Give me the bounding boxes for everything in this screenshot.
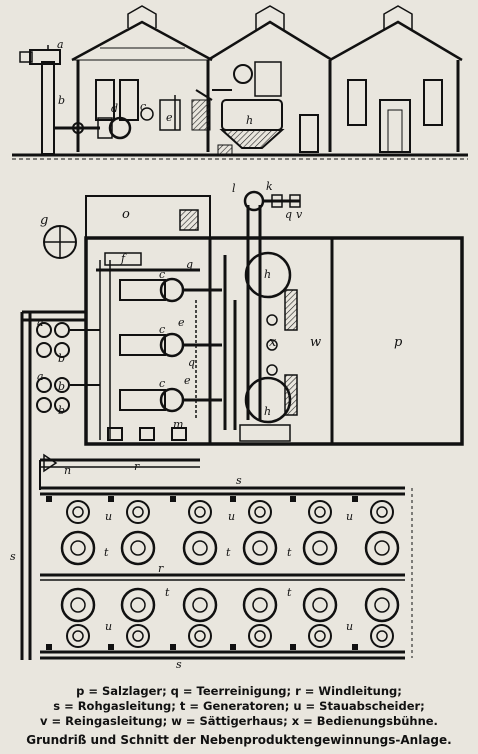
label-q2: q bbox=[188, 356, 195, 369]
label-m: m bbox=[173, 418, 183, 431]
machine-c-d bbox=[97, 95, 181, 140]
building-3 bbox=[329, 5, 463, 153]
label-h-top: h bbox=[264, 268, 271, 281]
label-u4: u bbox=[105, 620, 112, 633]
label-u2: u bbox=[228, 510, 235, 523]
cleaning-units bbox=[119, 277, 222, 420]
label-x: x bbox=[269, 335, 277, 350]
label-t2: t bbox=[226, 546, 231, 559]
legend-line-3: v = Reingasleitung; w = Sättigerhaus; x … bbox=[40, 714, 438, 728]
label-p: p bbox=[394, 335, 403, 350]
label-c1: c bbox=[159, 268, 165, 281]
label-c-section: c bbox=[140, 100, 146, 113]
legend-line-1: p = Salzlager; q = Teerreinigung; r = Wi… bbox=[76, 684, 402, 698]
plant-drawing: a b c d e h bbox=[10, 5, 468, 671]
label-t1: t bbox=[104, 546, 109, 559]
vertical-pipe-b bbox=[19, 45, 61, 155]
label-b-section: b bbox=[58, 94, 65, 107]
label-u3: u bbox=[346, 510, 353, 523]
label-a1: a bbox=[37, 316, 44, 329]
label-r1: r bbox=[158, 562, 164, 575]
section-view bbox=[12, 5, 468, 160]
label-c3: c bbox=[159, 377, 165, 390]
label-h-section: h bbox=[246, 114, 253, 127]
label-k: k bbox=[266, 180, 273, 193]
label-o: o bbox=[122, 207, 130, 222]
label-t4: t bbox=[165, 586, 170, 599]
label-e1: e bbox=[178, 316, 185, 329]
label-d-section: d bbox=[111, 102, 118, 115]
figure-caption: Grundriß und Schnitt der Nebenprodukteng… bbox=[26, 733, 452, 747]
separators-bottom-row bbox=[66, 624, 394, 648]
label-r-pipe: r bbox=[134, 460, 140, 473]
generators-upper-row bbox=[60, 530, 400, 566]
label-e2: e bbox=[184, 374, 191, 387]
label-a-section: a bbox=[57, 38, 64, 51]
label-b3: b bbox=[58, 404, 65, 417]
plan-view bbox=[20, 190, 464, 660]
tar-separators-a-b bbox=[36, 322, 100, 413]
label-q: q bbox=[285, 208, 292, 221]
label-t5: t bbox=[287, 586, 292, 599]
label-s-side: s bbox=[10, 550, 16, 563]
legend: p = Salzlager; q = Teerreinigung; r = Wi… bbox=[0, 684, 478, 729]
saturator-h bbox=[191, 61, 285, 149]
building-1 bbox=[71, 5, 213, 152]
label-g: g bbox=[40, 213, 48, 228]
label-u1: u bbox=[105, 510, 112, 523]
label-c2: c bbox=[159, 323, 165, 336]
building-2 bbox=[207, 5, 333, 153]
label-t3: t bbox=[287, 546, 292, 559]
separators-top-row bbox=[66, 500, 394, 524]
label-s-top: s bbox=[236, 474, 242, 487]
label-n: n bbox=[64, 464, 71, 477]
label-s-bottom: s bbox=[176, 658, 182, 671]
label-f: f bbox=[120, 252, 127, 265]
saturator-tanks bbox=[223, 251, 298, 442]
legend-line-2: s = Rohgasleitung; t = Generatoren; u = … bbox=[53, 699, 425, 713]
label-l: l bbox=[232, 182, 236, 195]
label-h-bottom: h bbox=[264, 405, 271, 418]
generator-yard bbox=[40, 486, 413, 660]
label-v: v bbox=[296, 208, 303, 221]
label-b1: b bbox=[58, 352, 65, 365]
pipe-l-k bbox=[243, 190, 301, 420]
generators-lower-row bbox=[60, 587, 400, 623]
label-b2: b bbox=[58, 380, 65, 393]
label-u5: u bbox=[346, 620, 353, 633]
label-w: w bbox=[310, 335, 321, 350]
label-e-section: e bbox=[166, 111, 173, 124]
label-q1: q bbox=[186, 258, 193, 271]
label-a2: a bbox=[37, 370, 44, 383]
